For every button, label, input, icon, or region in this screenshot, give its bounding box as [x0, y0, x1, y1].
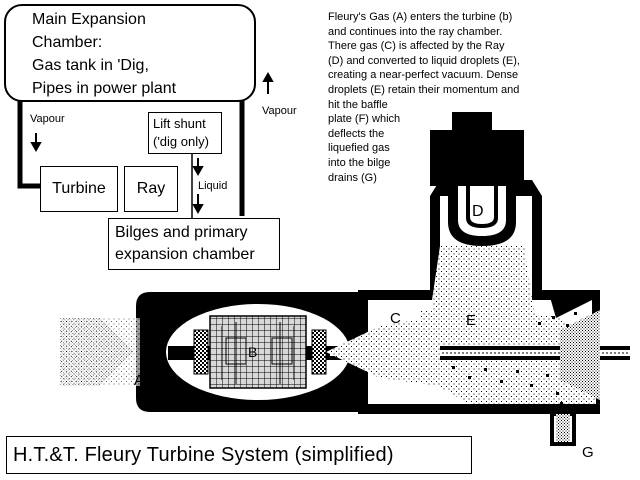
description-text: Fleury's Gas (A) enters the turbine (b) … — [328, 10, 578, 185]
description-line: deflects the — [328, 127, 385, 140]
description-line: hit the baffle — [328, 98, 388, 111]
description-line: liquefied gas — [328, 142, 390, 155]
ray-box: Ray — [124, 166, 178, 212]
main-expansion-chamber: Main Expansion Chamber: Gas tank in 'Dig… — [4, 4, 256, 102]
part-label-a: A — [134, 372, 145, 389]
bilges-line-1: Bilges and primary — [115, 224, 248, 241]
diagram-title: H.T.&T. Fleury Turbine System (simplifie… — [13, 443, 394, 466]
vapour-label-right: Vapour — [262, 105, 297, 117]
description-line: droplets (E) retain their momentum and — [328, 83, 520, 96]
rotor-blade-left — [193, 329, 209, 375]
gas-stream — [326, 316, 440, 386]
ray-projector-top — [452, 112, 492, 132]
main-chamber-line-2: Chamber: — [32, 34, 103, 51]
rotor-vanes — [221, 322, 295, 384]
description-line: and continues into the ray chamber. — [328, 25, 503, 38]
part-label-b: B — [248, 344, 258, 360]
vapour-label-left: Vapour — [30, 113, 65, 125]
ray-label: Ray — [136, 180, 166, 197]
description-line: There gas (C) is affected by the Ray — [328, 40, 505, 53]
part-label-c: C — [390, 310, 401, 327]
turbine-box: Turbine — [40, 166, 118, 212]
bilges-box: Bilges and primary expansion chamber — [108, 218, 280, 270]
gas-inlet — [60, 318, 140, 386]
diagram-title-box: H.T.&T. Fleury Turbine System (simplifie… — [6, 436, 472, 474]
rotor-blade-right — [311, 329, 327, 375]
lift-shunt-box: Lift shunt ('dig only) — [148, 112, 222, 154]
lift-shunt-line-2: ('dig only) — [153, 134, 209, 149]
turbine-label: Turbine — [52, 180, 106, 197]
ray-projector — [430, 130, 524, 186]
main-chamber-line-1: Main Expansion — [32, 11, 146, 28]
liquid-label: Liquid — [198, 180, 228, 192]
flow-arrows — [30, 71, 274, 215]
description-line: creating a near-perfect vacuum. Dense — [328, 69, 519, 82]
part-label-g: G — [582, 444, 594, 461]
baffle-deflector — [560, 310, 600, 400]
description-line: drains (G) — [328, 171, 377, 184]
description-line: Fleury's Gas (A) enters the turbine (b) — [328, 11, 513, 23]
description-line: plate (F) which — [328, 113, 401, 126]
part-label-d: D — [472, 203, 484, 220]
part-label-f: F — [572, 294, 582, 311]
part-label-e: E — [466, 312, 477, 329]
baffle-plate — [548, 290, 592, 318]
main-chamber-line-4: Pipes in power plant — [32, 80, 177, 97]
lift-shunt-line-1: Lift shunt — [153, 116, 206, 131]
description-line: into the bilge — [328, 156, 391, 169]
bilges-line-2: expansion chamber — [115, 246, 255, 263]
main-chamber-line-3: Gas tank in 'Dig, — [32, 57, 149, 74]
description-line: (D) and converted to liquid droplets (E)… — [328, 54, 520, 67]
droplets — [452, 312, 577, 423]
